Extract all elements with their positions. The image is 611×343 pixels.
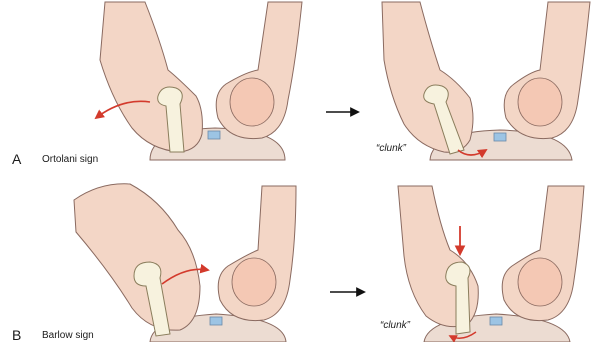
panel-b-left bbox=[74, 184, 296, 342]
panel-a-clunk-annotation: “clunk” bbox=[376, 143, 406, 154]
thumb-pad bbox=[232, 258, 276, 306]
panel-a-sign-label: Ortolani sign bbox=[42, 154, 98, 165]
hand-left-icon bbox=[74, 184, 200, 330]
joint-marker bbox=[208, 131, 220, 139]
joint-marker bbox=[494, 133, 506, 141]
thumb-pad bbox=[518, 258, 562, 306]
hand-left-icon bbox=[100, 2, 202, 152]
joint-marker bbox=[210, 317, 222, 325]
thumb-pad bbox=[518, 78, 562, 126]
thumb-pad bbox=[230, 78, 274, 126]
panel-a-letter: A bbox=[12, 151, 21, 167]
panel-b-letter: B bbox=[12, 327, 21, 343]
joint-marker bbox=[490, 317, 502, 325]
panel-b-sign-label: Barlow sign bbox=[42, 330, 94, 341]
panel-b-clunk-annotation: “clunk” bbox=[380, 320, 410, 331]
panel-a-left bbox=[96, 2, 302, 160]
panel-a-right bbox=[382, 2, 590, 160]
hand-left-icon bbox=[382, 2, 473, 152]
panel-b-right bbox=[398, 186, 584, 342]
